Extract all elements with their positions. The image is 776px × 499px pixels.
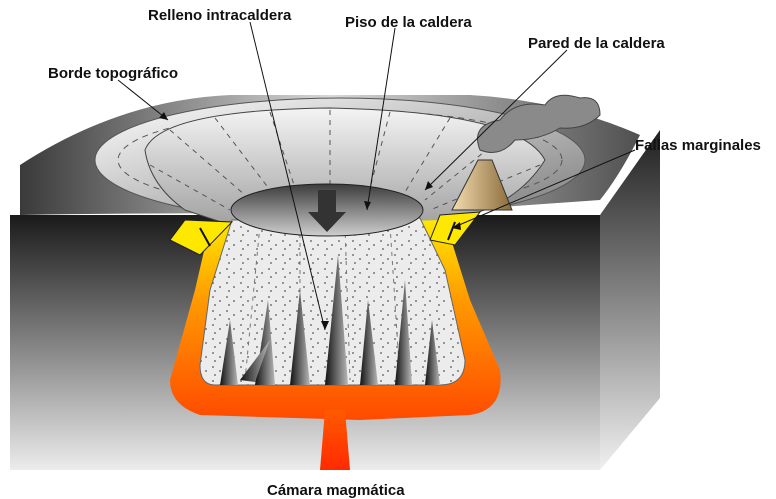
- volcanic-cone: [451, 159, 513, 211]
- leader-arrowheads: [159, 112, 461, 330]
- label-pared-caldera: Pared de la caldera: [528, 35, 665, 52]
- feeder-conduit: [320, 410, 350, 470]
- left-marginal-fault: [169, 219, 234, 256]
- collapse-shards: [220, 255, 440, 385]
- label-piso-caldera: Piso de la caldera: [345, 14, 472, 31]
- label-borde-topografico: Borde topográfico: [48, 65, 178, 82]
- right-fault-arrow: [447, 221, 456, 241]
- subsidence-arrow: [308, 190, 346, 232]
- label-relleno-intracaldera: Relleno intracaldera: [148, 7, 292, 24]
- ash-plume: [477, 94, 601, 153]
- label-camara-magmatica: Cámara magmática: [267, 482, 405, 499]
- block-right-face: [600, 130, 660, 470]
- label-fallas-marginales: Fallas marginales: [635, 137, 761, 154]
- wall-dashes: [149, 110, 541, 211]
- left-fault-arrow: [199, 227, 211, 247]
- leader-lines: [117, 21, 636, 331]
